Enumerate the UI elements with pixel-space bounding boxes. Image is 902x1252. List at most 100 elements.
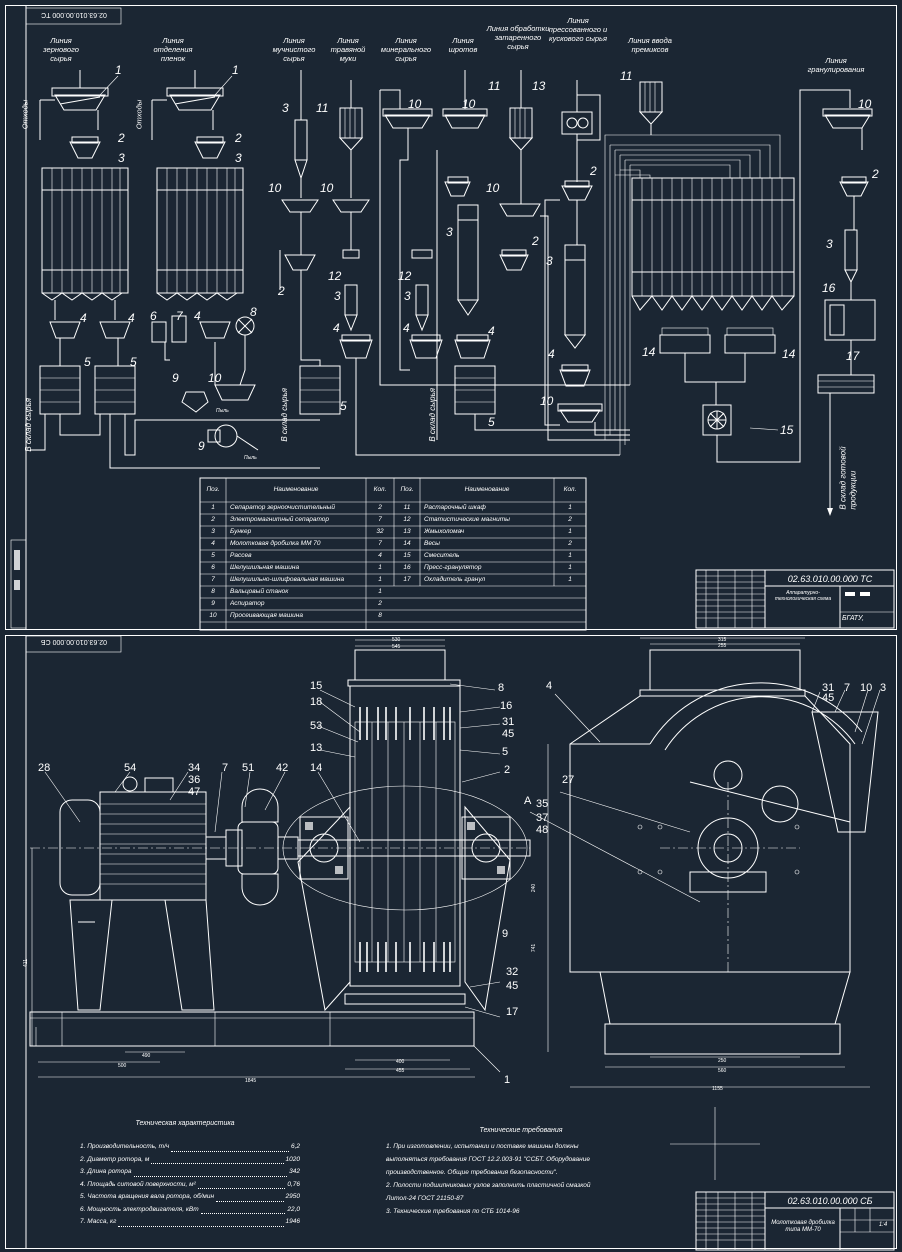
side-view	[569, 649, 879, 1055]
table-cell: Смеситель	[424, 552, 460, 559]
table-cell: Шелушильная машина	[230, 564, 300, 571]
table-cell: 3	[211, 528, 215, 535]
callout-number: 3	[880, 682, 887, 694]
callout-number: A	[524, 795, 532, 807]
table-cell: 2	[568, 540, 572, 547]
svg-text:5: 5	[340, 399, 347, 413]
table-cell: 1	[568, 504, 572, 511]
table-cell: Весы	[424, 540, 440, 547]
table-cell: 1	[568, 552, 572, 559]
tc-value: 1946	[285, 1218, 300, 1225]
svg-text:12: 12	[398, 269, 412, 283]
label-waste-2: Отходы	[134, 99, 144, 130]
label-dust-1: Пыль	[244, 455, 257, 461]
title-block-2-code: 02.63.010.00.000 СБ	[787, 1196, 873, 1206]
label-line-granulation: Линия гранулирования	[807, 56, 865, 74]
table-cell: 1	[211, 504, 215, 511]
label-to-store-2: В склад сырья	[280, 387, 290, 442]
svg-text:16: 16	[822, 281, 836, 295]
svg-text:6: 6	[150, 309, 157, 323]
callout-number: 18	[310, 696, 323, 708]
svg-text:14: 14	[782, 347, 796, 361]
callout-number: 8	[498, 682, 505, 694]
callout-number: 13	[310, 742, 323, 754]
svg-text:2: 2	[277, 284, 285, 298]
tech-req-2: выполняться требования ГОСТ 12.2.003-91 …	[386, 1156, 590, 1163]
dimension-label: 400	[396, 1059, 405, 1065]
table-cell: 4	[378, 552, 382, 559]
tc-leader	[151, 1156, 284, 1164]
table-cell: 7	[378, 516, 382, 523]
bearing-right	[461, 816, 511, 880]
svg-text:9: 9	[172, 371, 179, 385]
tech-req-1: 1. При изготовлении, испытании и поставк…	[386, 1143, 579, 1150]
th-qty-1: Кол.	[373, 486, 387, 493]
tc-label: 5. Частота вращения вала ротора, об/мин	[80, 1193, 215, 1200]
svg-text:15: 15	[780, 423, 794, 437]
table-cell: 2	[378, 504, 382, 511]
label-line-film: Линия отделения пленок	[153, 36, 193, 63]
parts-table	[199, 477, 587, 631]
tc-leader	[197, 1181, 286, 1189]
title-block-1-org: БГАТУ,	[842, 615, 864, 622]
svg-text:3: 3	[826, 237, 833, 251]
callout-number: 42	[276, 762, 289, 774]
table-cell: 10	[209, 612, 217, 619]
table-cell: Шелушильно-шлифовальная машина	[230, 576, 345, 583]
svg-text:10: 10	[858, 97, 872, 111]
table-cell: 1	[568, 576, 572, 583]
callout-number: 47	[188, 786, 201, 798]
tech-characteristic: Техническая характеристика 1. Производит…	[80, 1120, 300, 1231]
table-cell: Вальцовый станок	[230, 588, 289, 595]
svg-text:3: 3	[118, 151, 125, 165]
dimension-label: 560	[718, 1068, 727, 1074]
callout-number: 1	[504, 1074, 511, 1086]
table-cell: 14	[403, 540, 411, 547]
dimension-label: 455	[396, 1068, 405, 1074]
label-to-store-3: В склад сырья	[428, 387, 438, 442]
title-block-1	[695, 569, 895, 629]
tech-req-3: производственное. Общие требования безоп…	[386, 1169, 558, 1176]
svg-text:11: 11	[620, 69, 632, 83]
th-name-2: Наименование	[464, 486, 510, 493]
parts-table-content: Поз. Наименование Кол. Поз. Наименование…	[200, 478, 586, 630]
callout-number: 53	[310, 720, 323, 732]
table-cell: Рассев	[230, 552, 252, 559]
dimension-label: 490	[142, 1053, 151, 1059]
callout-number: 34	[188, 762, 201, 774]
dimension-label: 250	[718, 1058, 727, 1064]
svg-text:10: 10	[208, 371, 222, 385]
th-pos-2: Поз.	[400, 486, 414, 493]
tc-label: 1. Производительность, т/ч	[80, 1143, 170, 1150]
svg-text:2: 2	[871, 167, 879, 181]
dimension-label: 411	[22, 959, 29, 967]
label-to-product: В склад готовой продукции	[838, 446, 857, 510]
svg-text:3: 3	[334, 289, 341, 303]
callout-number: 2	[504, 764, 511, 776]
label-line-premix: Линия ввода премиксов	[628, 36, 672, 54]
dimension-label: 530	[392, 637, 401, 643]
table-cell: 8	[378, 612, 382, 619]
tc-label: 4. Площадь ситовой поверхности, м²	[80, 1180, 196, 1188]
callout-number: 10	[860, 682, 873, 694]
callout-number: 9	[502, 928, 509, 940]
svg-text:4: 4	[128, 311, 135, 325]
label-line-pressed: Линия прессованного и кускового сырья	[548, 16, 608, 43]
dimension-label: 500	[118, 1063, 127, 1069]
callout-number: 27	[562, 774, 575, 786]
sheet1-stamp-code: 02.63.010.00.000 ТС	[41, 11, 107, 18]
line-grain	[30, 70, 320, 469]
table-cell: 4	[211, 540, 215, 547]
table-cell: Растарочный шкаф	[424, 504, 486, 511]
table-cell: 6	[211, 564, 215, 571]
svg-text:8: 8	[250, 305, 257, 319]
svg-text:10: 10	[268, 181, 282, 195]
svg-text:10: 10	[408, 97, 422, 111]
callout-number: 36	[188, 774, 201, 786]
table-cell: 32	[376, 528, 384, 535]
tc-leader	[216, 1193, 284, 1202]
title-block-2-name: Молотковая дробилка типа ММ-70	[771, 1220, 835, 1234]
